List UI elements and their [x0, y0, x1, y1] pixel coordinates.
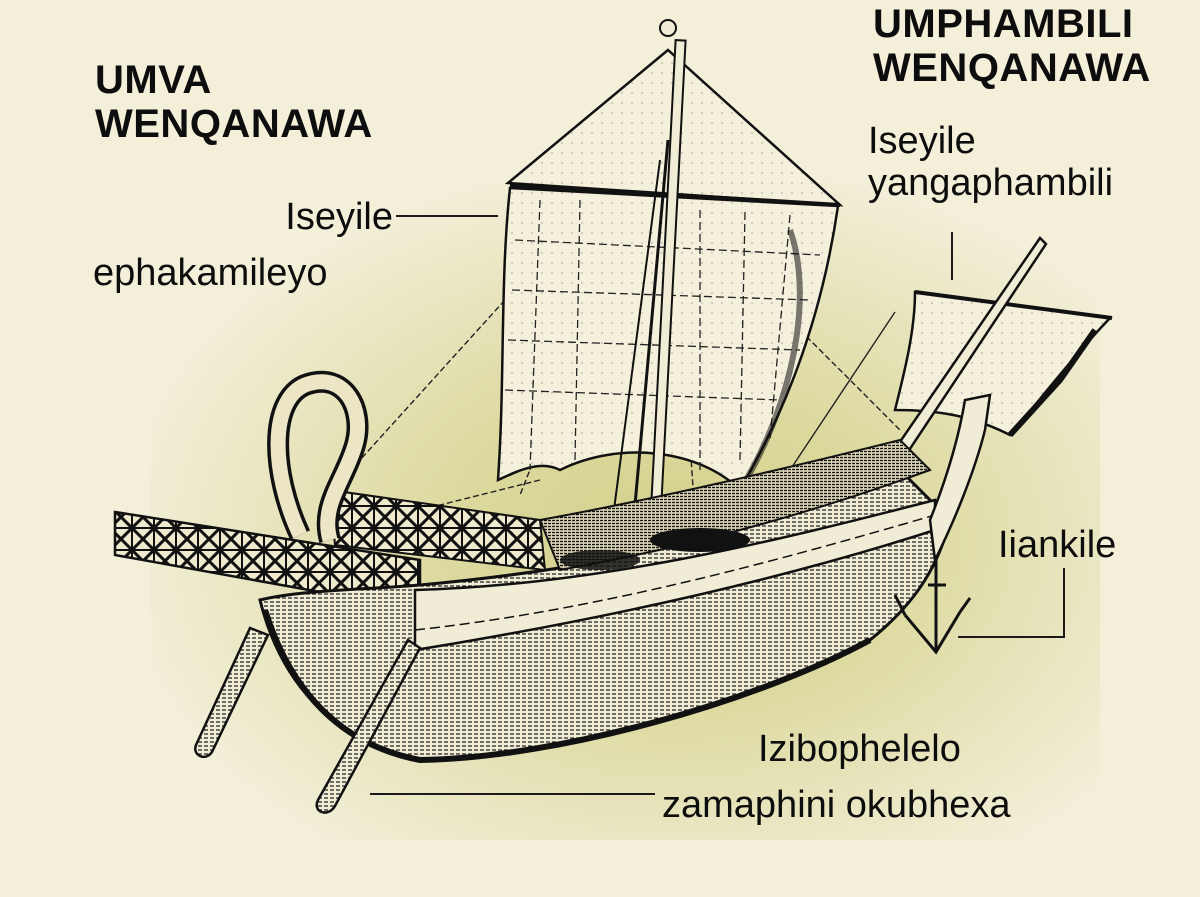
main-sail-label: Iseyile — [93, 196, 393, 238]
steering-oars-label: Izibophelelo — [758, 728, 961, 770]
main-sail-label-line2: ephakamileyo — [93, 252, 328, 294]
stern-title-line1: UMVA — [95, 58, 212, 102]
foresail-label-line2: yangaphambili — [868, 162, 1114, 204]
steering-oars-label-line2: zamaphini okubhexa — [662, 784, 1011, 826]
anchor-leader-vertical — [1063, 568, 1065, 638]
anchor-label-line1: Iiankile — [998, 524, 1117, 566]
bow-title-line1: UMPHAMBILI — [873, 2, 1134, 46]
foresail — [789, 290, 1113, 471]
stern-title: UMVA WENQANAWA — [95, 58, 373, 146]
steering-oars-leader-line — [370, 793, 655, 795]
foresail-label: Iseyile yangaphambili — [868, 120, 1113, 204]
hull — [258, 393, 992, 764]
stern-title-line2: WENQANAWA — [95, 102, 373, 146]
bow-title: UMPHAMBILI WENQANAWA — [873, 2, 1151, 90]
steering-oars — [194, 626, 422, 814]
mast — [609, 19, 687, 601]
anchor-leader-horizontal — [958, 636, 1065, 638]
main-sail-leader-line — [396, 215, 498, 217]
main-sail-label-2: ephakamileyo — [93, 252, 327, 294]
swan-neck-ornament — [267, 370, 369, 544]
bow-title-line2: WENQANAWA — [873, 46, 1151, 90]
foresail-label-line1: Iseyile — [868, 120, 976, 162]
steering-oars-label-line1: Izibophelelo — [758, 728, 961, 770]
foresail-leader-line — [951, 232, 953, 280]
main-sail-label-line1: Iseyile — [285, 196, 393, 238]
anchor-illustration — [893, 555, 972, 655]
steering-oars-label-2: zamaphini okubhexa — [662, 784, 1011, 826]
anchor-label: Iiankile — [998, 524, 1116, 566]
